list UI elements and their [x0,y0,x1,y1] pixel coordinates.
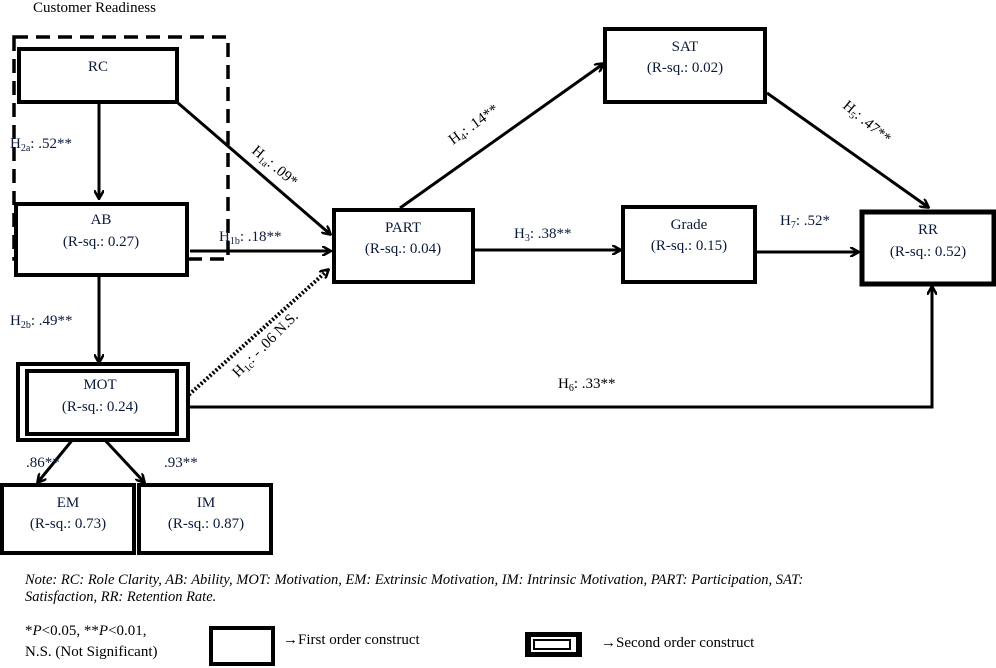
arrow-rc-part [177,101,330,234]
node-grade: Grade (R-sq.: 0.15) [621,205,757,284]
node-rr-rsq: (R-sq.: 0.52) [890,244,966,260]
legend-significance-line-1: *P<0.05, **P<0.01, [25,623,147,639]
arrow-mot-rr [183,287,932,409]
customer-readiness-group-boundary [12,35,230,261]
node-part: PART (R-sq.: 0.04) [332,208,475,284]
node-ab-name: AB [91,212,112,228]
label-em-loading: .86** [26,455,60,471]
node-grade-name: Grade [671,217,708,233]
node-em: EM (R-sq.: 0.73) [0,483,136,555]
label-h2b: H2b: .49** [10,313,73,331]
node-sat-name: SAT [672,39,699,55]
node-ab-rsq: (R-sq.: 0.27) [63,234,139,250]
node-ab: AB (R-sq.: 0.27) [14,202,189,277]
label-h1b: H1b: .18** [219,229,282,247]
label-h3: H3: .38** [514,226,572,244]
node-rc-name: RC [88,59,108,75]
node-rr: RR (R-sq.: 0.52) [859,209,996,287]
node-sat: SAT (R-sq.: 0.02) [603,27,767,104]
node-part-name: PART [385,220,421,236]
arrow-sat-rr [766,91,928,207]
node-grade-rsq: (R-sq.: 0.15) [651,238,727,254]
legend-significance-line-2: N.S. (Not Significant) [25,644,158,660]
label-h5: H5: .47** [838,98,894,149]
legend-second-order-swatch [525,632,582,657]
label-im-loading: .93** [164,455,198,471]
node-sat-rsq: (R-sq.: 0.02) [647,60,723,76]
arrow-mot-em [38,437,76,482]
arrow-part-sat [399,64,603,210]
node-mot-rsq: (R-sq.: 0.24) [62,399,138,415]
legend-first-order-swatch [209,626,275,666]
label-h2a: H2a: .52** [10,136,72,154]
label-h1c: H1c: - .06 N.S. [230,309,304,383]
arrow-mot-part [181,270,328,402]
node-em-rsq: (R-sq.: 0.73) [30,516,106,532]
node-mot: MOT (R-sq.: 0.24) [16,362,190,442]
note-line-1: Note: RC: Role Clarity, AB: Ability, MOT… [24,572,803,588]
arrow-mot-im [101,436,144,482]
node-mot-name: MOT [83,377,116,393]
node-rr-name: RR [918,222,938,238]
label-h7: H7: .52* [780,213,830,231]
group-label: Customer Readiness [33,0,156,16]
node-part-rsq: (R-sq.: 0.04) [365,241,441,257]
node-rc: RC [17,47,179,104]
node-im-name: IM [197,495,215,511]
legend-second-order-label: →Second order construct [601,635,755,651]
label-h6: H6: .33** [558,376,616,394]
legend-first-order-label: →First order construct [283,632,420,648]
node-im-rsq: (R-sq.: 0.87) [168,516,244,532]
note-line-2: Satisfaction, RR: Retention Rate. [25,589,216,605]
node-em-name: EM [57,495,80,511]
node-im: IM (R-sq.: 0.87) [137,483,273,555]
